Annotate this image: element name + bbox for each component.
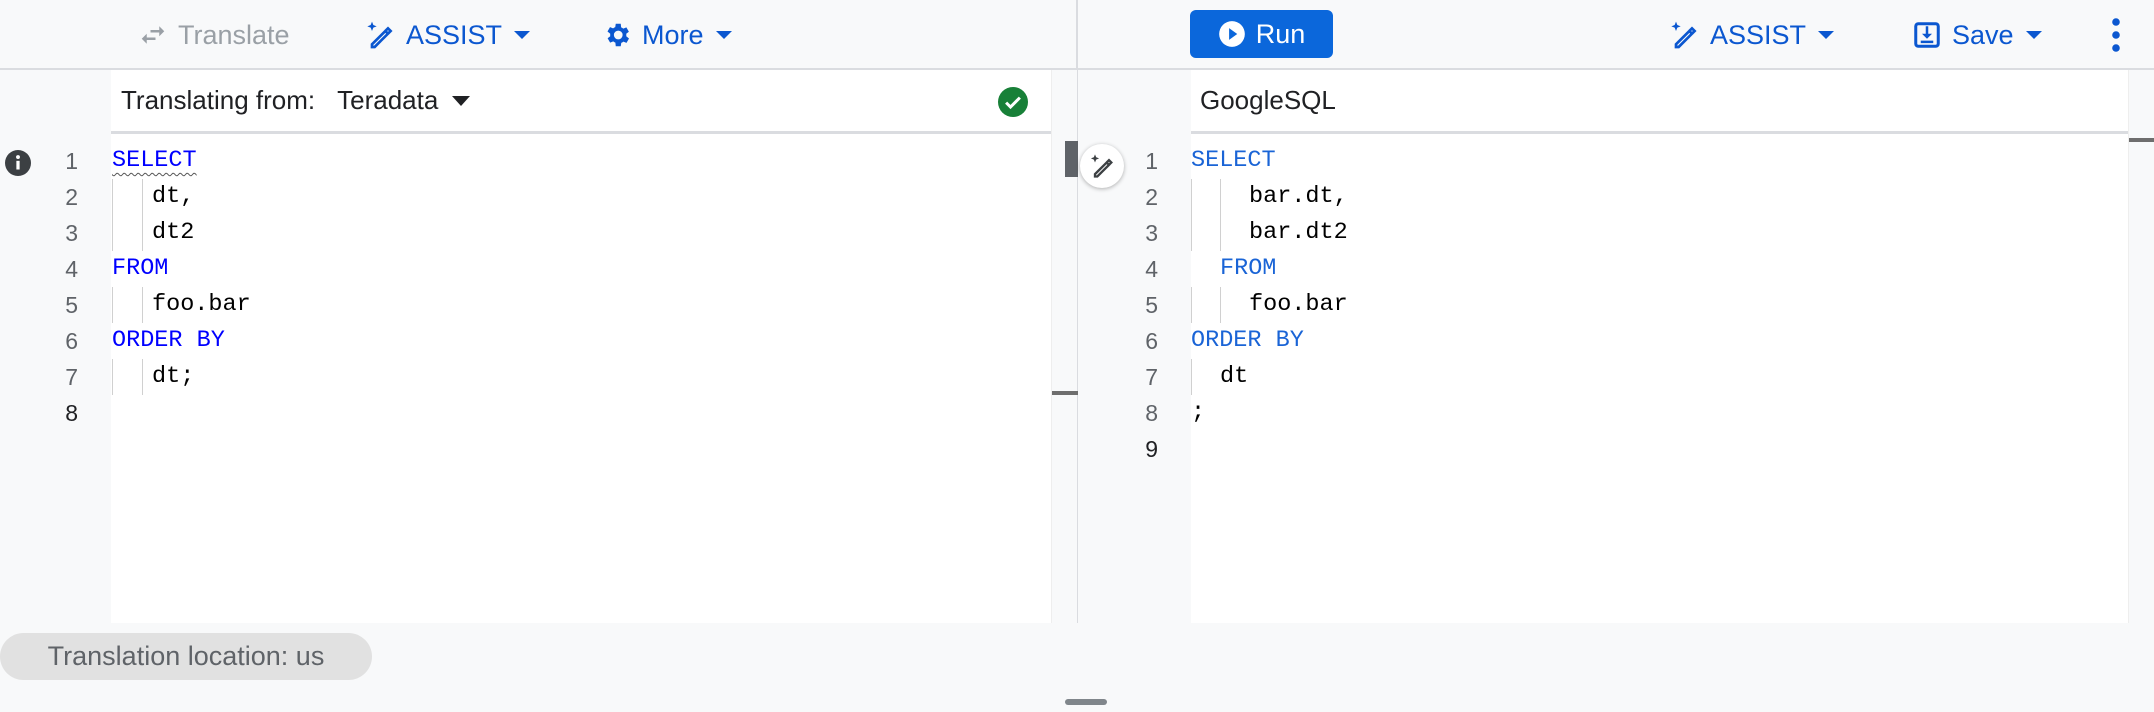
code-line: dt2 bbox=[152, 219, 195, 246]
left-header-gutter bbox=[0, 70, 111, 134]
target-editor[interactable] bbox=[1191, 134, 2128, 623]
line-number: 2 bbox=[1145, 184, 1158, 210]
overview-ruler-mark bbox=[1052, 391, 1078, 395]
translating-from-label: Translating from: bbox=[121, 85, 316, 115]
indent-guide bbox=[142, 179, 143, 215]
code-line: foo.bar bbox=[1249, 291, 1348, 318]
code-line: FROM bbox=[112, 255, 169, 282]
line-number: 5 bbox=[65, 292, 78, 318]
line-number: 5 bbox=[1145, 292, 1158, 318]
play-circle-icon bbox=[1218, 21, 1245, 47]
source-dialect-value: Teradata bbox=[337, 85, 439, 115]
line-number: 1 bbox=[65, 148, 78, 174]
line-number: 6 bbox=[1145, 328, 1158, 354]
scrollbar-thumb[interactable] bbox=[1065, 141, 1078, 177]
code-line: SELECT bbox=[1191, 147, 1276, 174]
indent-guide bbox=[1191, 179, 1192, 215]
resize-handle[interactable] bbox=[1065, 699, 1107, 705]
magic-pen-icon bbox=[1671, 21, 1697, 49]
line-number: 7 bbox=[65, 364, 78, 390]
source-dialect-select[interactable]: Teradata bbox=[337, 85, 471, 116]
gear-icon bbox=[607, 23, 629, 47]
indent-guide bbox=[112, 287, 113, 323]
run-button[interactable]: Run bbox=[1190, 10, 1333, 58]
line-number: 3 bbox=[1145, 220, 1158, 246]
indent-guide bbox=[1191, 287, 1192, 323]
code-line: ; bbox=[1191, 399, 1206, 426]
code-line: ORDER BY bbox=[1191, 327, 1304, 354]
code-line: ORDER BY bbox=[112, 327, 225, 354]
indent-guide bbox=[142, 287, 143, 323]
left-scrollbar[interactable] bbox=[1051, 70, 1078, 623]
translation-location-chip[interactable]: Translation location: us bbox=[0, 633, 372, 680]
code-line: foo.bar bbox=[152, 291, 251, 318]
code-line: SELECT bbox=[112, 147, 197, 174]
more-button[interactable]: More bbox=[602, 0, 732, 70]
right-header-gutter bbox=[1078, 70, 1191, 134]
source-gutter bbox=[0, 134, 111, 623]
line-number: 4 bbox=[65, 256, 78, 282]
indent-guide bbox=[1191, 359, 1192, 395]
caret-down-icon bbox=[452, 95, 471, 106]
caret-down-icon bbox=[2025, 31, 2042, 39]
line-number: 8 bbox=[65, 400, 78, 426]
translate-button[interactable]: Translate bbox=[138, 0, 290, 70]
indent-guide bbox=[112, 359, 113, 395]
line-number: 7 bbox=[1145, 364, 1158, 390]
overview-ruler-mark bbox=[2129, 138, 2154, 142]
assist-label: ASSIST bbox=[1710, 19, 1807, 50]
indent-guide bbox=[1220, 215, 1221, 251]
assist-button-right[interactable]: ASSIST bbox=[1668, 0, 1835, 70]
line-number: 6 bbox=[65, 328, 78, 354]
source-dialect-bar: Translating from: Teradata bbox=[111, 70, 1051, 134]
more-vert-icon[interactable] bbox=[2106, 16, 2126, 54]
line-number: 8 bbox=[1145, 400, 1158, 426]
line-number: 4 bbox=[1145, 256, 1158, 282]
more-label: More bbox=[642, 19, 704, 50]
code-line: FROM bbox=[1220, 255, 1277, 282]
translate-label: Translate bbox=[178, 19, 290, 50]
check-circle-icon bbox=[998, 87, 1028, 117]
indent-guide bbox=[1220, 179, 1221, 215]
indent-guide bbox=[142, 215, 143, 251]
magic-pen-icon bbox=[367, 21, 393, 49]
code-line: dt; bbox=[152, 363, 195, 390]
caret-down-icon bbox=[514, 31, 531, 39]
translation-location-label: Translation location: us bbox=[47, 641, 325, 671]
save-download-icon bbox=[1914, 22, 1940, 48]
target-dialect-bar: GoogleSQL bbox=[1191, 70, 2128, 134]
caret-down-icon bbox=[1818, 31, 1835, 39]
target-gutter bbox=[1078, 134, 1191, 623]
indent-guide bbox=[112, 215, 113, 251]
code-line: dt, bbox=[152, 183, 195, 210]
code-line: bar.dt, bbox=[1249, 183, 1348, 210]
line-number: 9 bbox=[1145, 436, 1158, 462]
save-label: Save bbox=[1952, 19, 2014, 50]
pane-divider[interactable] bbox=[1076, 0, 1078, 623]
run-label: Run bbox=[1255, 18, 1306, 49]
code-line: bar.dt2 bbox=[1249, 219, 1348, 246]
line-number: 1 bbox=[1145, 148, 1158, 174]
line-number: 2 bbox=[65, 184, 78, 210]
source-editor[interactable] bbox=[111, 134, 1051, 623]
right-scrollbar[interactable] bbox=[2128, 70, 2154, 623]
swap-arrows-icon bbox=[141, 26, 165, 44]
assist-label: ASSIST bbox=[406, 19, 503, 50]
indent-guide bbox=[1220, 287, 1221, 323]
magic-pen-icon bbox=[1090, 154, 1113, 178]
target-dialect-label: GoogleSQL bbox=[1200, 85, 1336, 115]
code-line: dt bbox=[1220, 363, 1249, 390]
caret-down-icon bbox=[715, 31, 732, 39]
save-button[interactable]: Save bbox=[1912, 0, 2042, 70]
indent-guide bbox=[112, 179, 113, 215]
indent-guide bbox=[1191, 215, 1192, 251]
assist-button-left[interactable]: ASSIST bbox=[364, 0, 531, 70]
line-number: 3 bbox=[65, 220, 78, 246]
assist-float-button[interactable] bbox=[1080, 144, 1124, 188]
info-icon[interactable] bbox=[5, 150, 31, 176]
indent-guide bbox=[142, 359, 143, 395]
